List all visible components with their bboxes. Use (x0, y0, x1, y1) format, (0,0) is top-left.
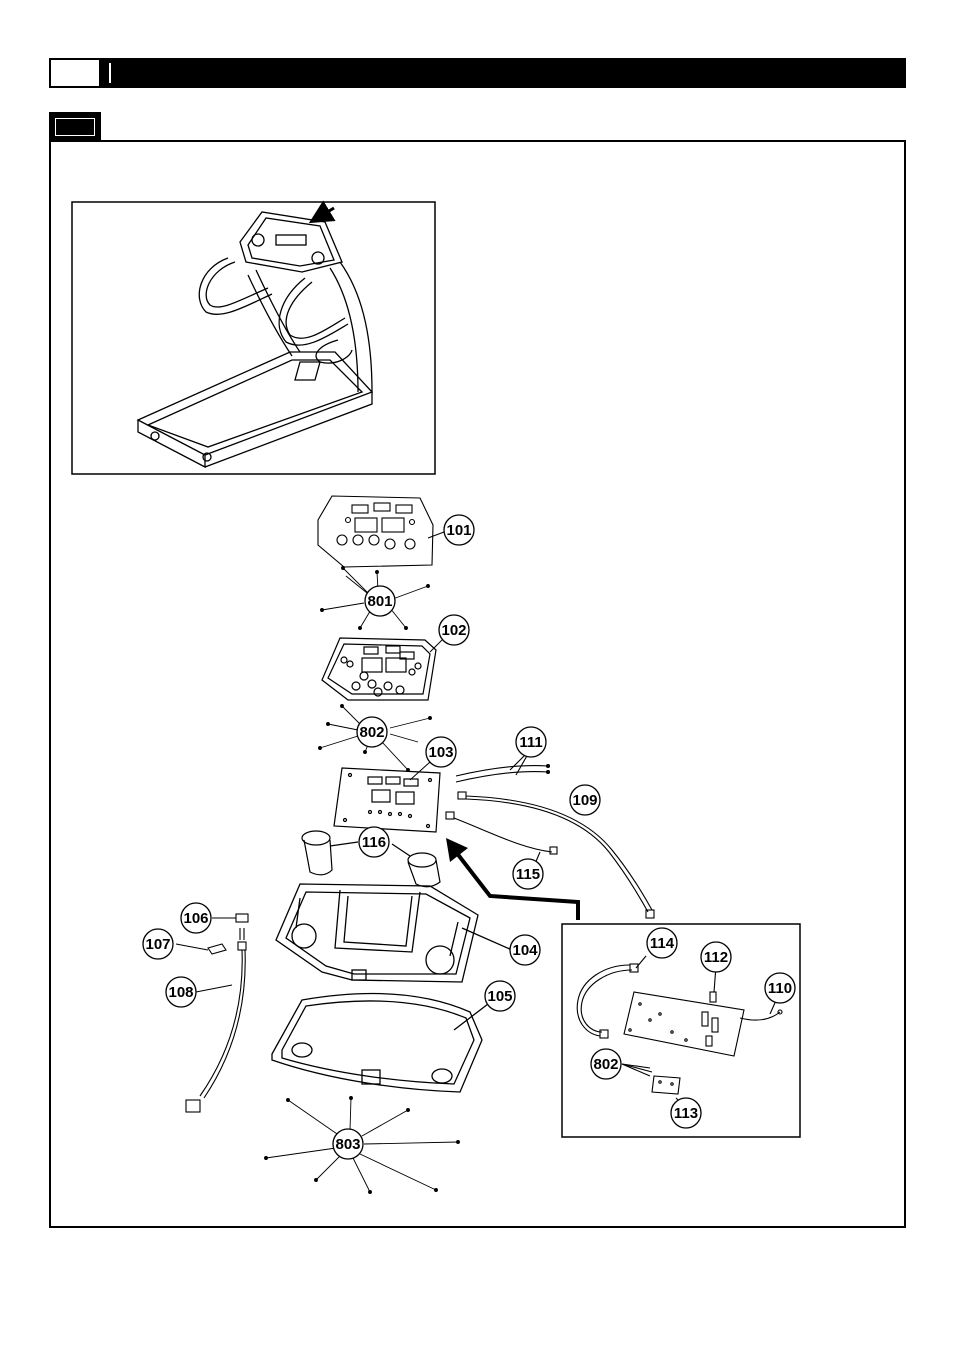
part-102-keypad-frame (321, 637, 437, 701)
callout-114: 114 (646, 927, 678, 959)
svg-text:108: 108 (168, 984, 193, 1001)
svg-text:102: 102 (441, 622, 466, 639)
section-tab (49, 112, 101, 140)
callout-105: 105 (484, 980, 516, 1012)
svg-text:115: 115 (516, 866, 540, 883)
callout-113: 113 (670, 1097, 702, 1129)
treadmill-overview-inset (71, 200, 436, 475)
page-number-box (49, 58, 101, 88)
part-103-display-board (333, 767, 441, 833)
header-bar (101, 58, 906, 88)
callout-802-inset: 802 (590, 1048, 622, 1080)
callout-801: 801 (364, 585, 396, 617)
svg-text:113: 113 (674, 1105, 698, 1122)
callout-112: 112 (700, 941, 732, 973)
part-111-wires (455, 753, 551, 783)
svg-text:111: 111 (519, 734, 542, 751)
callout-107: 107 (142, 928, 174, 960)
part-105-rear-housing (271, 992, 489, 1093)
svg-text:802: 802 (593, 1056, 618, 1073)
callout-106: 106 (180, 902, 212, 934)
svg-text:105: 105 (487, 988, 512, 1005)
callout-108: 108 (165, 976, 197, 1008)
callout-803: 803 (332, 1128, 364, 1160)
part-104-console-housing (275, 883, 513, 983)
svg-text:802: 802 (359, 724, 384, 741)
callout-102: 102 (429, 614, 470, 653)
callout-802: 802 (356, 716, 388, 748)
svg-text:110: 110 (768, 980, 792, 997)
svg-text:803: 803 (335, 1136, 360, 1153)
treadmill-illustration (136, 211, 374, 469)
svg-text:101: 101 (446, 522, 471, 539)
callouts: 101 801 102 802 103 111 109 (142, 514, 796, 1160)
callout-116: 116 (358, 826, 390, 858)
svg-text:103: 103 (428, 744, 453, 761)
diagram-frame (49, 140, 906, 1228)
callout-111: 111 (515, 726, 547, 758)
svg-text:116: 116 (362, 834, 386, 851)
callout-115: 115 (512, 858, 544, 890)
callout-103: 103 (409, 736, 457, 781)
svg-text:801: 801 (367, 593, 392, 610)
svg-text:114: 114 (650, 935, 675, 952)
callout-110: 110 (764, 972, 796, 1004)
part-116-knobs (301, 830, 441, 888)
svg-text:104: 104 (512, 942, 538, 959)
part-101-overlay (317, 495, 434, 568)
parts-106-107-108 (175, 913, 249, 1113)
callout-109: 109 (569, 784, 601, 816)
svg-text:109: 109 (572, 792, 597, 809)
callout-101: 101 (427, 514, 475, 546)
svg-text:112: 112 (704, 949, 728, 966)
svg-text:106: 106 (183, 910, 208, 927)
assembly-arrow (446, 838, 580, 920)
screws-803 (264, 1096, 460, 1194)
callout-104: 104 (509, 934, 541, 966)
svg-text:107: 107 (145, 936, 170, 953)
